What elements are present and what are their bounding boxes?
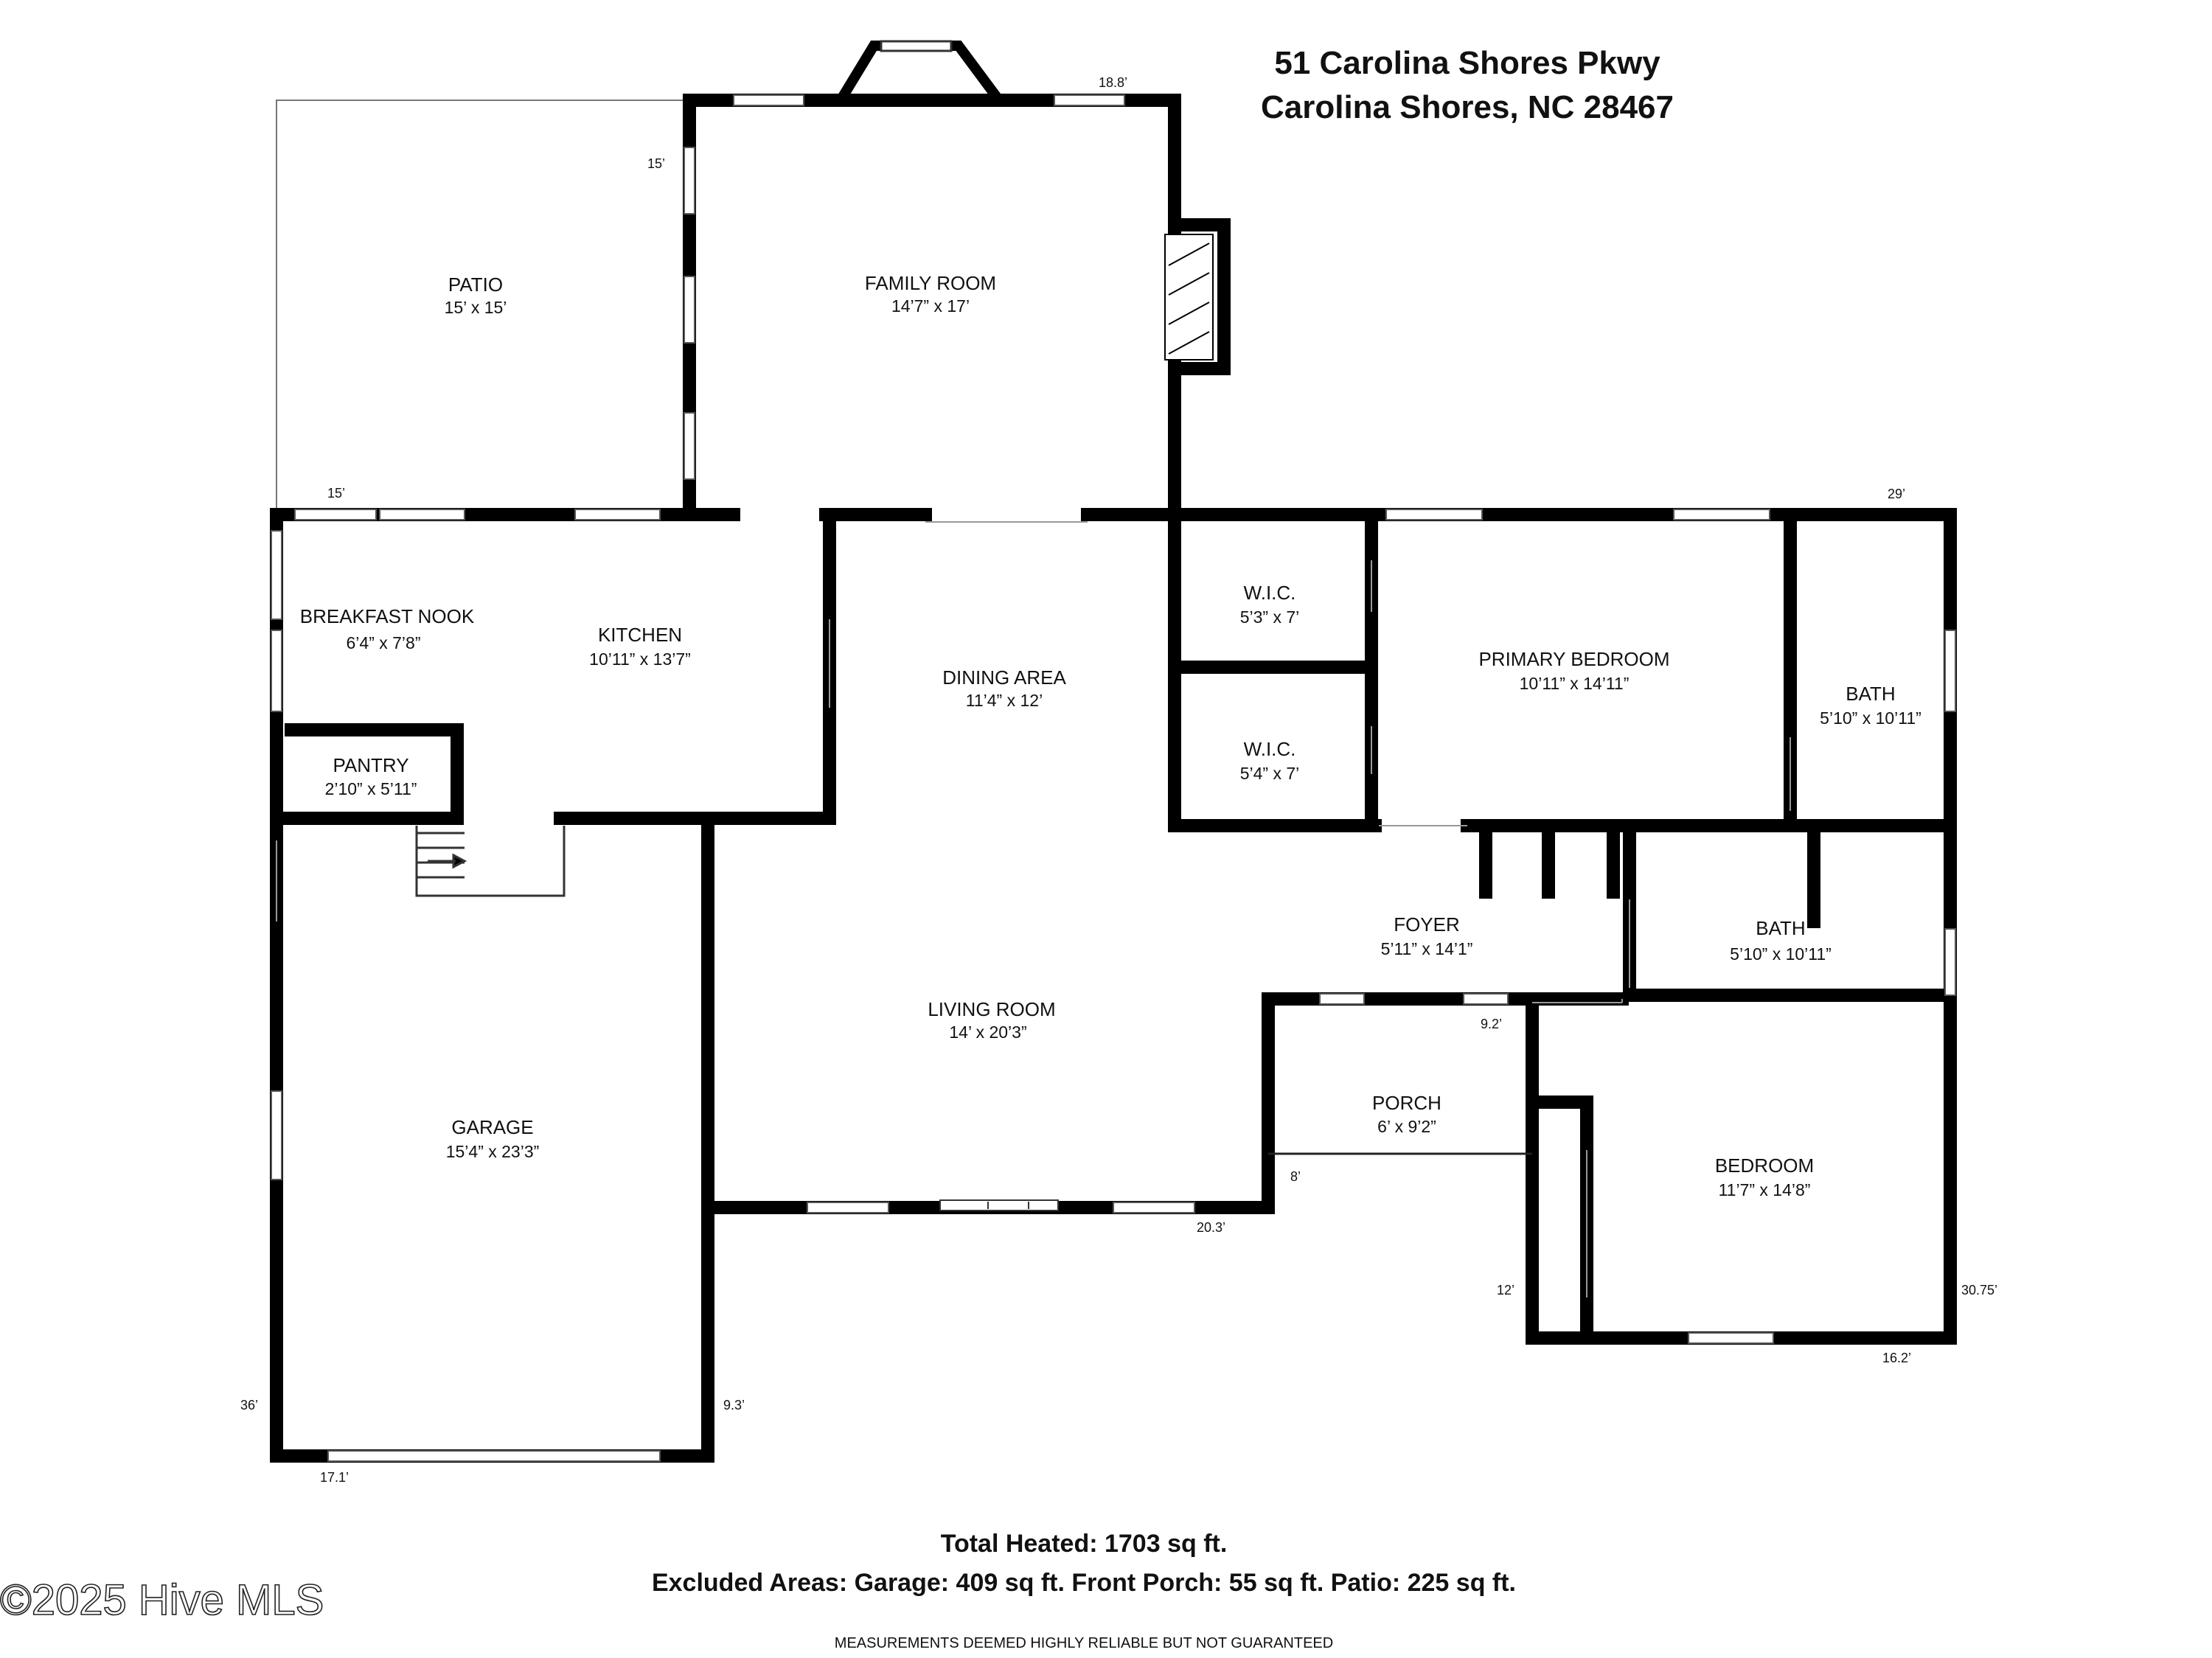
room-living-room-dims: 14’ x 20’3” bbox=[949, 1023, 1026, 1042]
room-dining-area-dims: 11’4” x 12’ bbox=[966, 691, 1043, 710]
garage-door bbox=[327, 1450, 661, 1462]
room-kitchen-name: KITCHEN bbox=[598, 624, 682, 646]
room-family-room-dims: 14’7” x 17’ bbox=[891, 296, 970, 316]
room-porch-name: PORCH bbox=[1372, 1092, 1441, 1114]
room-pantry-dims: 2’10” x 5’11” bbox=[325, 779, 417, 798]
sliding-door bbox=[939, 1199, 1059, 1211]
porch-windows bbox=[1319, 993, 1509, 1005]
room-living-room-name: LIVING ROOM bbox=[928, 998, 1055, 1020]
room-primary-bedroom-dims: 10’11” x 14’11” bbox=[1520, 674, 1630, 693]
room-breakfast-nook-name: BREAKFAST NOOK bbox=[300, 605, 475, 627]
walls bbox=[270, 94, 1957, 1463]
room-breakfast-nook-dims: 6’4” x 7’8” bbox=[347, 633, 421, 652]
measure-20-3: 20.3’ bbox=[1197, 1220, 1225, 1235]
room-primary-bedroom-name: PRIMARY BEDROOM bbox=[1478, 648, 1669, 670]
room-wic-1-dims: 5’3” x 7’ bbox=[1240, 607, 1300, 627]
room-bedroom-name: BEDROOM bbox=[1715, 1154, 1814, 1177]
room-pantry-name: PANTRY bbox=[333, 754, 408, 776]
address-line-1: 51 Carolina Shores Pkwy bbox=[1274, 45, 1660, 81]
measure-9-3: 9.3’ bbox=[723, 1398, 745, 1413]
patio-outline bbox=[276, 100, 689, 515]
room-kitchen-dims: 10’11” x 13’7” bbox=[589, 649, 691, 669]
measure-36: 36’ bbox=[240, 1398, 258, 1413]
room-porch-dims: 6’ x 9’2” bbox=[1377, 1117, 1436, 1136]
room-bedroom-dims: 11’7” x 14’8” bbox=[1719, 1180, 1811, 1199]
room-wic-1-name: W.I.C. bbox=[1244, 582, 1296, 604]
disclaimer: MEASUREMENTS DEEMED HIGHLY RELIABLE BUT … bbox=[835, 1635, 1333, 1651]
measure-17-1: 17.1’ bbox=[320, 1470, 349, 1485]
total-heated: Total Heated: 1703 sq ft. bbox=[941, 1530, 1228, 1558]
measure-15-side: 15’ bbox=[647, 156, 665, 171]
fireplace bbox=[1164, 234, 1214, 360]
openings bbox=[276, 521, 1791, 1298]
windows bbox=[271, 94, 1956, 1344]
measure-18-8: 18.8’ bbox=[1099, 75, 1127, 90]
room-foyer-name: FOYER bbox=[1394, 913, 1460, 936]
room-bath-1-name: BATH bbox=[1846, 683, 1895, 705]
excluded-areas: Excluded Areas: Garage: 409 sq ft. Front… bbox=[652, 1569, 1516, 1597]
bay-window bbox=[836, 40, 1004, 104]
measure-16-2: 16.2’ bbox=[1882, 1351, 1911, 1365]
measure-29: 29’ bbox=[1888, 487, 1905, 501]
measure-8: 8’ bbox=[1290, 1169, 1301, 1184]
room-bath-2-dims: 5’10” x 10’11” bbox=[1730, 944, 1832, 964]
room-garage-dims: 15’4” x 23’3” bbox=[446, 1142, 540, 1161]
room-bath-2-name: BATH bbox=[1756, 917, 1805, 939]
address-line-2: Carolina Shores, NC 28467 bbox=[1261, 89, 1674, 125]
stairs bbox=[415, 826, 566, 897]
room-bath-1-dims: 5’10” x 10’11” bbox=[1820, 708, 1921, 728]
room-wic-2-name: W.I.C. bbox=[1244, 738, 1296, 760]
room-patio-dims: 15’ x 15’ bbox=[445, 298, 507, 317]
room-foyer-dims: 5’11” x 14’1” bbox=[1381, 939, 1473, 958]
measure-9-2: 9.2’ bbox=[1481, 1017, 1502, 1031]
measure-30-75: 30.75’ bbox=[1961, 1283, 1997, 1298]
room-wic-2-dims: 5’4” x 7’ bbox=[1240, 764, 1300, 783]
room-patio-name: PATIO bbox=[448, 274, 503, 296]
room-family-room-name: FAMILY ROOM bbox=[865, 272, 996, 294]
measure-12: 12’ bbox=[1497, 1283, 1514, 1298]
measure-15-bottom: 15’ bbox=[327, 486, 345, 501]
room-garage-name: GARAGE bbox=[451, 1116, 533, 1138]
room-dining-area-name: DINING AREA bbox=[942, 666, 1066, 689]
watermark: ©2025 Hive MLS bbox=[0, 1576, 324, 1624]
